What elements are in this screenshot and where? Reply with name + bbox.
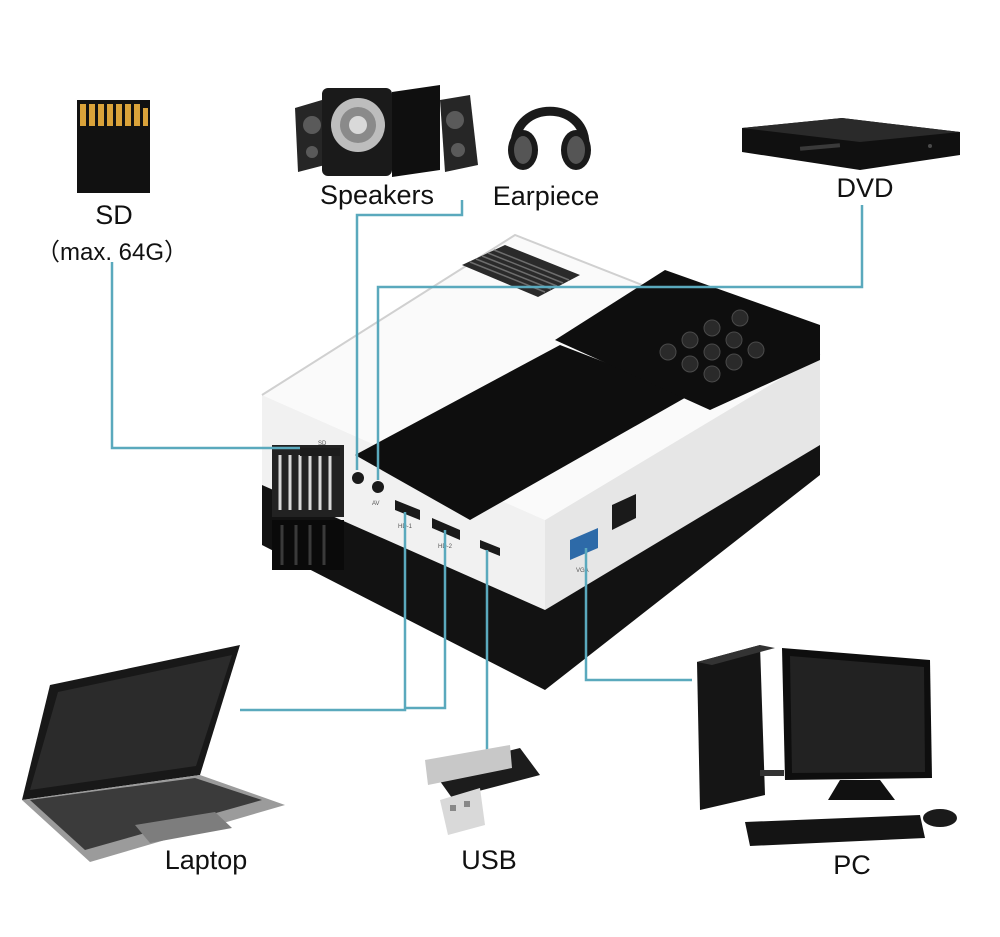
dvd-label: DVD <box>836 173 894 203</box>
speakers-label: Speakers <box>319 180 435 210</box>
usb-drive-icon <box>425 745 540 835</box>
sd-capacity-label: （max. 64G） <box>35 239 189 266</box>
connector-dvd <box>376 205 864 480</box>
dvd-player-icon <box>742 118 960 170</box>
connector-hdmi1 <box>240 512 407 712</box>
connector-sd <box>110 262 300 450</box>
usb-label: USB <box>461 845 517 875</box>
connector-vga <box>584 548 692 682</box>
port-label-vga: VGA <box>576 568 589 574</box>
laptop-icon <box>22 645 285 862</box>
projector-icon: SD AV HD-1 HD-2 VGA <box>261 233 821 690</box>
pc-label: PC <box>833 850 871 880</box>
sd-card-icon <box>77 100 150 193</box>
laptop-label: Laptop <box>164 845 248 875</box>
headphones-icon <box>508 106 591 170</box>
port-label-sd: SD <box>318 441 327 447</box>
sd-label: SD <box>95 200 133 230</box>
speakers-icon <box>295 85 478 177</box>
port-label-av: AV <box>372 501 380 507</box>
connector-speakers <box>355 200 464 470</box>
connector-hdmi2 <box>405 530 447 710</box>
desktop-pc-icon <box>697 645 957 846</box>
earpiece-label: Earpiece <box>492 181 600 211</box>
connector-lines <box>110 200 864 750</box>
